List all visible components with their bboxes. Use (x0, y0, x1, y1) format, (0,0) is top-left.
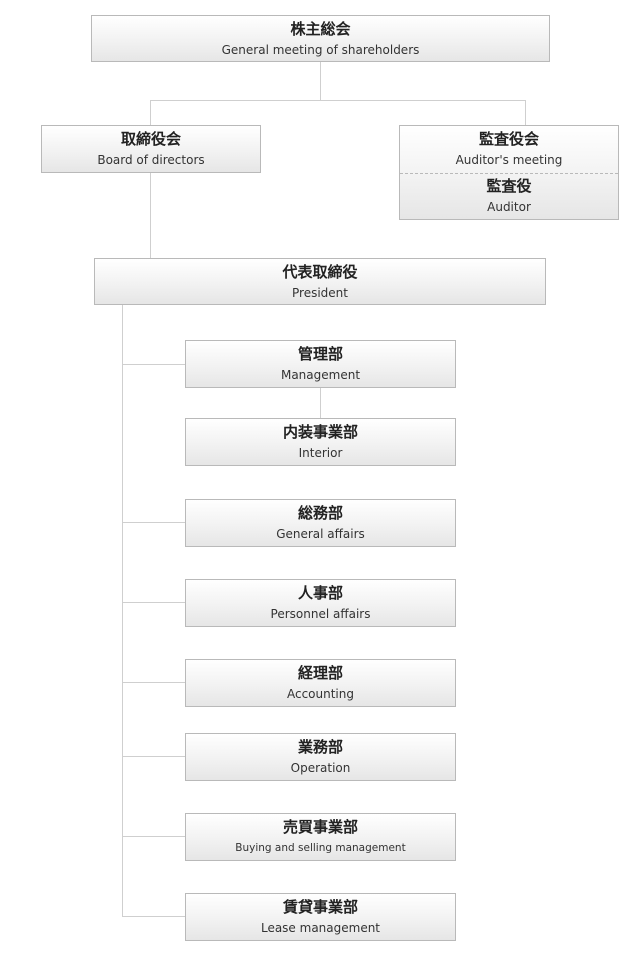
connector-branch-operation (122, 756, 185, 757)
department-title-ja: 総務部 (297, 504, 343, 522)
auditors-meeting-title-en: Auditor's meeting (455, 153, 563, 167)
board-title-en: Board of directors (97, 153, 205, 167)
connector-president-trunk (122, 304, 123, 917)
auditor-title-ja: 監査役 (486, 177, 532, 195)
department-box-interior: 内装事業部 Interior (185, 418, 456, 466)
department-title-en: Management (280, 368, 361, 382)
department-title-ja: 人事部 (297, 584, 343, 602)
department-title-ja: 管理部 (297, 345, 343, 363)
connector-to-auditors (525, 100, 526, 125)
department-title-en: Accounting (286, 687, 354, 701)
board-box: 取締役会 Board of directors (41, 125, 261, 173)
department-box-buying-selling: 売買事業部 Buying and selling management (185, 813, 456, 861)
auditors-box: 監査役会 Auditor's meeting 監査役 Auditor (399, 125, 619, 220)
department-title-ja: 内装事業部 (282, 423, 358, 441)
department-title-ja: 売買事業部 (282, 818, 358, 836)
department-title-en: General affairs (276, 527, 365, 541)
department-title-en: Operation (290, 761, 351, 775)
board-title-ja: 取締役会 (120, 130, 181, 148)
connector-branch-accounting (122, 682, 185, 683)
shareholders-box: 株主総会 General meeting of shareholders (91, 15, 550, 62)
connector-shareholders-down (320, 61, 321, 101)
shareholders-title-ja: 株主総会 (290, 20, 351, 38)
department-box-general-affairs: 総務部 General affairs (185, 499, 456, 547)
department-title-ja: 賃貸事業部 (282, 898, 358, 916)
president-title-en: President (292, 286, 348, 300)
auditor-section: 監査役 Auditor (400, 174, 618, 221)
department-title-en: Buying and selling management (235, 842, 406, 854)
connector-top-branch (150, 100, 526, 101)
department-box-operation: 業務部 Operation (185, 733, 456, 781)
connector-board-to-president (150, 173, 151, 258)
connector-branch-buying-selling (122, 836, 185, 837)
connector-to-board (150, 100, 151, 125)
department-title-en: Interior (298, 446, 343, 460)
department-box-accounting: 経理部 Accounting (185, 659, 456, 707)
auditors-divider (400, 173, 618, 174)
president-title-ja: 代表取締役 (282, 263, 358, 281)
auditors-meeting-section: 監査役会 Auditor's meeting (400, 126, 618, 173)
connector-branch-general-affairs (122, 522, 185, 523)
department-box-management: 管理部 Management (185, 340, 456, 388)
department-title-en: Personnel affairs (270, 607, 371, 621)
president-box: 代表取締役 President (94, 258, 546, 305)
department-title-ja: 業務部 (297, 738, 343, 756)
connector-branch-lease (122, 916, 185, 917)
connector-branch-personnel (122, 602, 185, 603)
department-title-ja: 経理部 (297, 664, 343, 682)
shareholders-title-en: General meeting of shareholders (221, 43, 420, 57)
department-box-personnel: 人事部 Personnel affairs (185, 579, 456, 627)
department-box-lease: 賃貸事業部 Lease management (185, 893, 456, 941)
auditor-title-en: Auditor (487, 200, 531, 214)
auditors-meeting-title-ja: 監査役会 (478, 130, 539, 148)
department-title-en: Lease management (260, 921, 381, 935)
connector-management-to-interior (320, 387, 321, 419)
connector-branch-management (122, 364, 185, 365)
